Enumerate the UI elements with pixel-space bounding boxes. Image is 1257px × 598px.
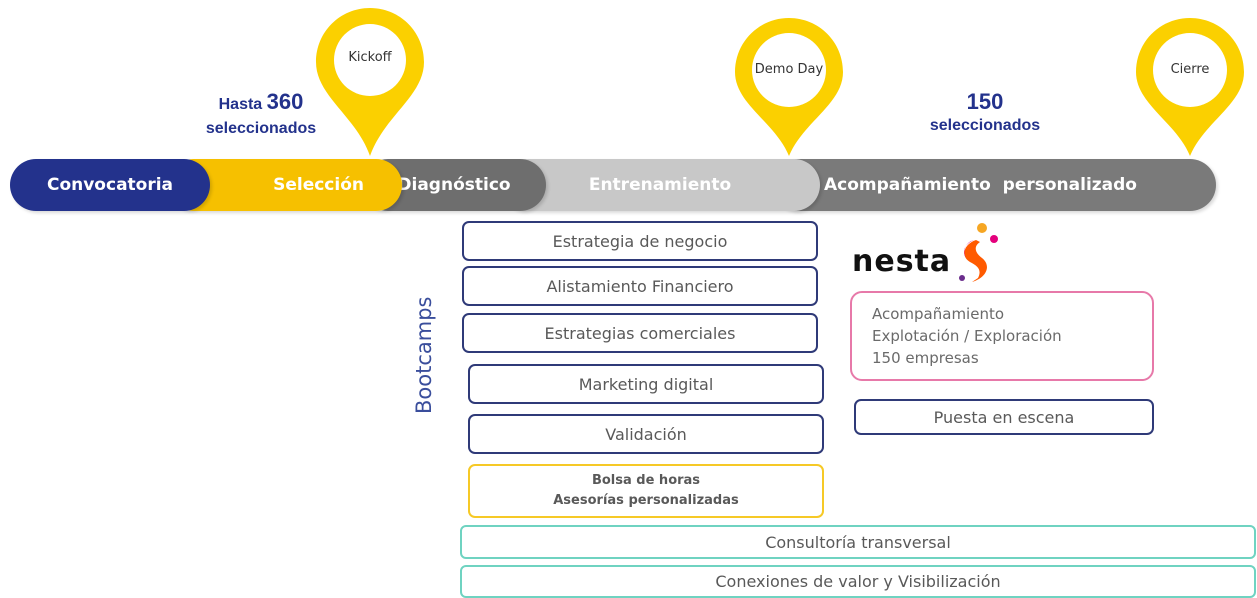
milestone-label: Kickoff xyxy=(348,50,392,65)
bootcamp-validacion: Validación xyxy=(468,414,824,454)
bootcamp-alistamiento-financiero: Alistamiento Financiero xyxy=(462,266,818,306)
right-count-label: seleccionados xyxy=(929,117,1041,134)
support-line2: Explotación / Exploración xyxy=(872,327,1062,345)
map-pin-icon xyxy=(1136,18,1244,156)
bootcamp-estrategias-comerciales: Estrategias comerciales xyxy=(462,313,818,353)
milestone-pin-demo-day: Demo Day xyxy=(731,16,847,158)
support-line1: Acompañamiento xyxy=(872,305,1005,323)
milestone-pin-kickoff: Kickoff xyxy=(312,6,428,158)
nesta-support-box: Acompañamiento Explotación / Exploración… xyxy=(850,291,1154,381)
map-pin-icon xyxy=(316,8,424,156)
map-pin-icon xyxy=(735,18,843,156)
bootcamp-estrategia-negocio: Estrategia de negocio xyxy=(462,221,818,261)
left-selection-count: Hasta 360 seleccionados xyxy=(186,90,336,141)
nesta-logo-text: nesta xyxy=(852,244,952,279)
bootcamp-marketing-digital: Marketing digital xyxy=(468,364,824,404)
hours-bank-line2: Asesorías personalizadas xyxy=(553,493,739,508)
left-count-prefix: Hasta xyxy=(218,96,263,113)
timeline-label: Convocatoria xyxy=(46,175,174,195)
timeline-label: Acompañamiento personalizado xyxy=(824,175,1137,195)
bootcamps-label: Bootcamps xyxy=(412,296,436,414)
consultoria-transversal-bar: Consultoría transversal xyxy=(460,525,1256,559)
milestone-label: Cierre xyxy=(1170,62,1210,77)
left-count-label: seleccionados xyxy=(205,120,317,137)
conexiones-visibilizacion-bar: Conexiones de valor y Visibilización xyxy=(460,565,1256,598)
milestone-label: Demo Day xyxy=(754,62,824,77)
timeline-entrenamiento: Entrenamiento xyxy=(500,159,820,211)
timeline-label: Entrenamiento xyxy=(588,175,732,195)
support-line3: 150 empresas xyxy=(872,349,979,367)
timeline-label: Diagnóstico xyxy=(397,175,511,195)
hours-bank-line1: Bolsa de horas xyxy=(591,473,701,488)
left-count-number: 360 xyxy=(266,89,304,114)
timeline-label: Selección xyxy=(273,175,364,195)
milestone-pin-cierre: Cierre xyxy=(1132,16,1248,158)
timeline-acompanamiento: Acompañamiento personalizado xyxy=(772,159,1216,211)
right-selection-count: 150 seleccionados xyxy=(910,90,1060,138)
hours-bank-box: Bolsa de horas Asesorías personalizadas xyxy=(468,464,824,518)
right-count-number: 150 xyxy=(966,89,1004,114)
timeline-convocatoria: Convocatoria xyxy=(10,159,210,211)
puesta-en-escena-box: Puesta en escena xyxy=(854,399,1154,435)
nesta-logo-icon xyxy=(959,223,998,282)
